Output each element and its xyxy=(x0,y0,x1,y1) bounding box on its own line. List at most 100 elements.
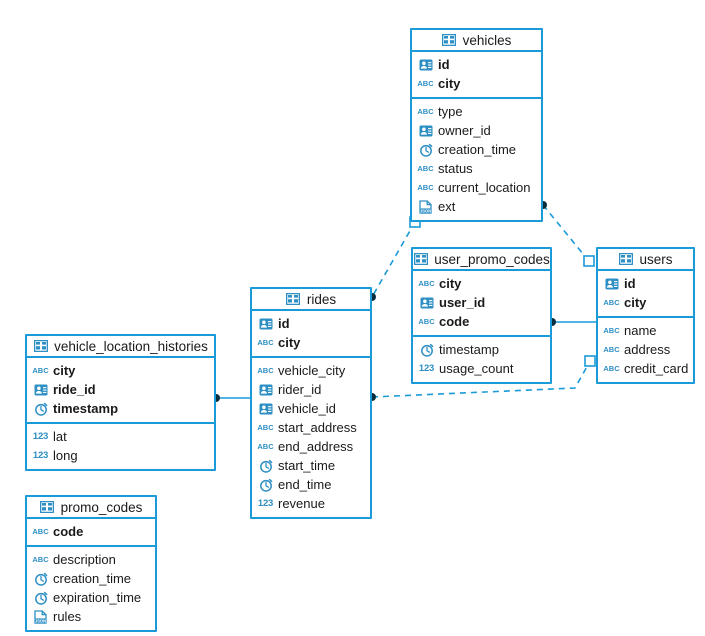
table-icon xyxy=(413,252,428,267)
pk-field-city[interactable]: ABC city xyxy=(412,74,541,93)
pk-field-ride_id[interactable]: ride_id xyxy=(27,380,214,399)
abc-icon: ABC xyxy=(32,527,49,536)
id-card-icon xyxy=(258,382,273,397)
clock-icon xyxy=(258,477,273,492)
abc-icon: ABC xyxy=(257,338,274,347)
field-label: name xyxy=(624,323,657,338)
table-name-label: promo_codes xyxy=(60,499,143,515)
abc-icon: ABC xyxy=(32,366,49,375)
field-label: rules xyxy=(53,609,82,624)
field-label: ext xyxy=(438,199,456,214)
table-icon xyxy=(442,33,457,48)
abc-icon: ABC xyxy=(417,79,434,88)
id-card-icon xyxy=(418,123,433,138)
field-label: start_time xyxy=(278,458,336,473)
relationship-vehicle_location_histories-to-rides[interactable] xyxy=(212,394,250,402)
abc-icon: ABC xyxy=(417,164,434,173)
pk-field-id[interactable]: id xyxy=(598,274,693,293)
table-name-label: vehicle_location_histories xyxy=(54,338,208,354)
table-icon xyxy=(286,292,301,307)
field-name[interactable]: ABC name xyxy=(598,321,693,340)
field-label: city xyxy=(624,295,647,310)
field-label: city xyxy=(438,76,461,91)
field-label: creation_time xyxy=(53,571,132,586)
relationship-user_promo_codes-to-users[interactable] xyxy=(548,318,596,326)
abc-icon: ABC xyxy=(257,442,274,451)
id-card-icon xyxy=(258,316,273,331)
table-header-rides[interactable]: rides xyxy=(252,289,370,311)
field-owner_id[interactable]: owner_id xyxy=(412,121,541,140)
field-label: id xyxy=(624,276,636,291)
pk-field-timestamp[interactable]: timestamp xyxy=(27,399,214,418)
field-label: user_id xyxy=(439,295,486,310)
table-header-promo_codes[interactable]: promo_codes xyxy=(27,497,155,519)
field-label: start_address xyxy=(278,420,357,435)
field-rider_id[interactable]: rider_id xyxy=(252,380,370,399)
table-header-users[interactable]: users xyxy=(598,249,693,271)
field-timestamp[interactable]: timestamp xyxy=(413,340,550,359)
field-creation_time[interactable]: creation_time xyxy=(412,140,541,159)
field-start_time[interactable]: start_time xyxy=(252,456,370,475)
abc-icon: ABC xyxy=(257,423,274,432)
abc-icon: ABC xyxy=(418,279,435,288)
field-start_address[interactable]: ABC start_address xyxy=(252,418,370,437)
field-label: usage_count xyxy=(439,361,514,376)
table-header-vehicles[interactable]: vehicles xyxy=(412,30,541,52)
field-expiration_time[interactable]: expiration_time xyxy=(27,588,155,607)
field-rules[interactable]: JSON rules xyxy=(27,607,155,626)
field-label: vehicle_id xyxy=(278,401,336,416)
field-label: address xyxy=(624,342,671,357)
field-end_time[interactable]: end_time xyxy=(252,475,370,494)
field-label: code xyxy=(439,314,470,329)
field-label: id xyxy=(278,316,290,331)
field-label: timestamp xyxy=(53,401,119,416)
table-header-vehicle_location_histories[interactable]: vehicle_location_histories xyxy=(27,336,214,358)
123-icon: 123 xyxy=(418,363,435,374)
123-icon: 123 xyxy=(257,498,274,509)
pk-field-user_id[interactable]: user_id xyxy=(413,293,550,312)
field-label: long xyxy=(53,448,78,463)
field-creation_time[interactable]: creation_time xyxy=(27,569,155,588)
field-label: end_time xyxy=(278,477,332,492)
pk-field-id[interactable]: id xyxy=(252,314,370,333)
field-usage_count[interactable]: 123 usage_count xyxy=(413,359,550,378)
svg-text:JSON: JSON xyxy=(35,618,46,623)
table-icon xyxy=(33,339,48,354)
abc-icon: ABC xyxy=(603,326,620,335)
field-vehicle_id[interactable]: vehicle_id xyxy=(252,399,370,418)
table-header-user_promo_codes[interactable]: user_promo_codes xyxy=(413,249,550,271)
pk-field-id[interactable]: id xyxy=(412,55,541,74)
table-icon xyxy=(618,252,633,267)
